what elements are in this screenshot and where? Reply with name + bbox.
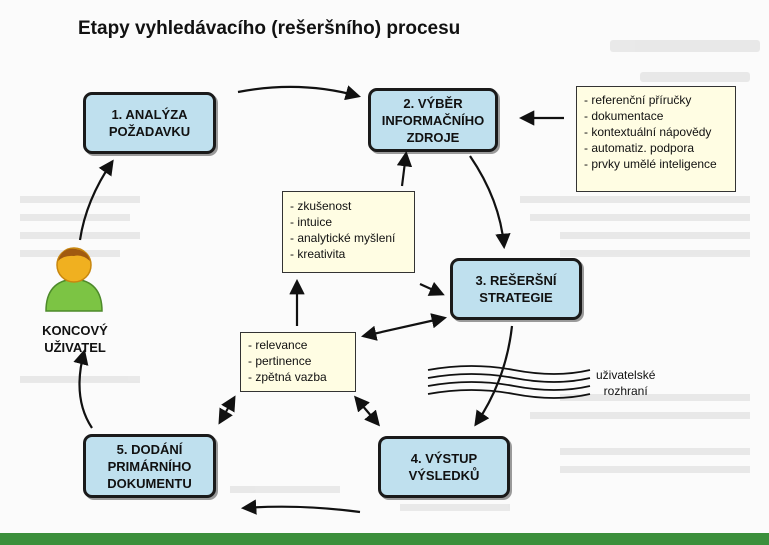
- step-results-line-1: 4. VÝSTUP: [410, 451, 478, 466]
- sources-item: - kontextuální nápovědy: [584, 125, 712, 139]
- user-interface-line-1: uživatelské: [596, 368, 656, 382]
- sources-item: - dokumentace: [584, 109, 664, 123]
- step-source-line-1: 2. VÝBĚR: [403, 95, 463, 111]
- skills-note: - zkušenost - intuice - analytické myšle…: [282, 191, 415, 273]
- step-strategy-line-1: 3. REŠERŠNÍ: [475, 273, 557, 288]
- evaluation-item: - zpětná vazba: [248, 370, 327, 384]
- user-interface-waves: [427, 365, 591, 399]
- arrow-evaluation-delivery: [218, 395, 236, 425]
- user-interface-label: uživatelské rozhraní: [596, 367, 655, 399]
- sources-item: - automatiz. podpora: [584, 141, 695, 155]
- arrow-delivery-to-user: [73, 349, 93, 429]
- arrow-user-to-analysis: [78, 159, 114, 241]
- step-document-delivery-box: 5. DODÁNÍ PRIMÁRNÍHO DOKUMENTU: [83, 434, 216, 498]
- bottom-bar: [0, 533, 769, 545]
- sources-item: - prvky umělé inteligence: [584, 157, 717, 171]
- evaluation-item: - relevance: [248, 338, 308, 352]
- evaluation-note: - relevance - pertinence - zpětná vazba: [240, 332, 356, 392]
- diagram-title: Etapy vyhledávacího (rešeršního) procesu: [78, 18, 461, 39]
- step-strategy-line-2: STRATEGIE: [479, 290, 553, 305]
- step-results-output-box: 4. VÝSTUP VÝSLEDKŮ: [378, 436, 510, 498]
- step-delivery-line-1: 5. DODÁNÍ: [116, 441, 183, 457]
- arrow-analysis-to-source: [237, 85, 361, 101]
- arrow-evaluation-results: [354, 395, 380, 427]
- sources-item: - referenční příručky: [584, 93, 692, 107]
- user-interface-line-2: rozhraní: [603, 384, 648, 398]
- step-analysis-line-2: POŽADAVKU: [108, 124, 191, 139]
- step-source-line-3: ZDROJE: [406, 129, 460, 145]
- end-user-line-1: KONCOVÝ: [42, 323, 108, 338]
- arrow-strategy-to-results: [474, 325, 514, 427]
- step-search-strategy-box: 3. REŠERŠNÍ STRATEGIE: [450, 258, 582, 320]
- step-delivery-line-3: DOKUMENTU: [107, 475, 192, 491]
- arrow-skills-to-source: [396, 150, 413, 187]
- step-source-selection-box: 2. VÝBĚR INFORMAČNÍHO ZDROJE: [368, 88, 498, 152]
- step-analysis-line-1: 1. ANALÝZA: [111, 107, 188, 122]
- step-source-line-2: INFORMAČNÍHO: [381, 112, 485, 128]
- user-icon: [45, 247, 103, 312]
- step-delivery-line-2: PRIMÁRNÍHO: [107, 458, 192, 474]
- end-user-label: KONCOVÝ UŽIVATEL: [40, 322, 110, 356]
- end-user-line-2: UŽIVATEL: [44, 340, 106, 355]
- step-analysis-box: 1. ANALÝZA POŽADAVKU: [83, 92, 216, 154]
- sources-note: - referenční příručky - dokumentace - ko…: [576, 86, 736, 192]
- skills-item: - kreativita: [290, 247, 346, 261]
- evaluation-item: - pertinence: [248, 354, 312, 368]
- arrow-results-to-delivery: [240, 499, 361, 515]
- arrow-source-to-strategy: [469, 155, 511, 250]
- skills-item: - intuice: [290, 215, 333, 229]
- skills-item: - analytické myšlení: [290, 231, 396, 245]
- arrow-evaluation-strategy: [360, 313, 448, 341]
- arrow-skills-to-strategy: [419, 281, 445, 296]
- skills-item: - zkušenost: [290, 199, 352, 213]
- step-results-line-2: VÝSLEDKŮ: [408, 468, 480, 483]
